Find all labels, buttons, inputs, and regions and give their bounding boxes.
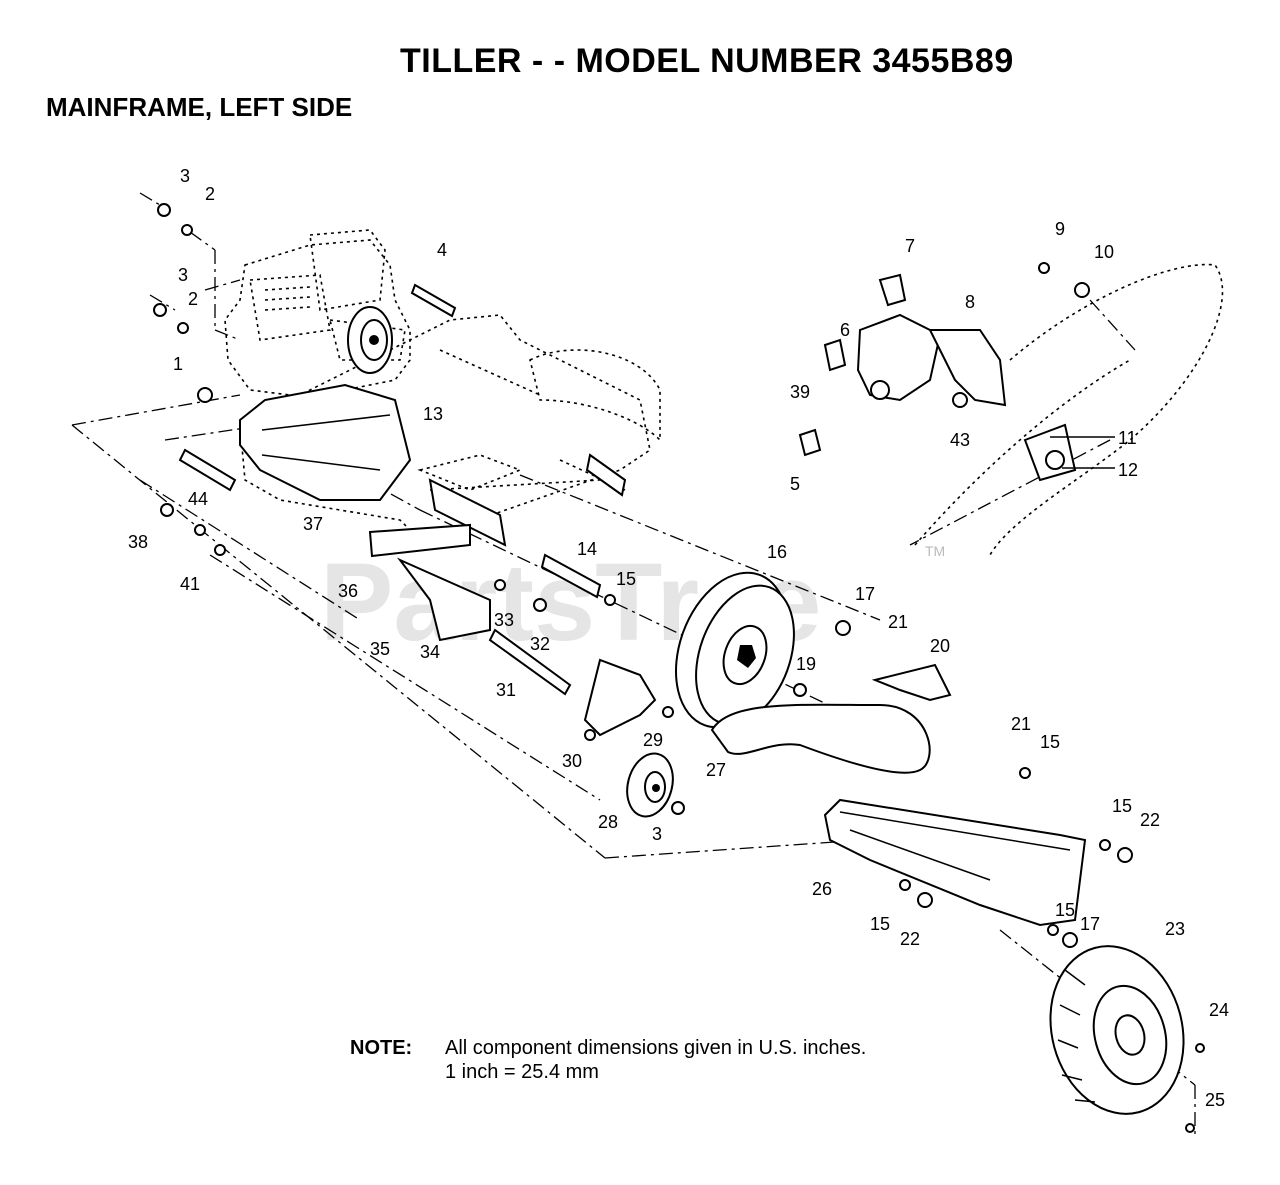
callout-30: 30 xyxy=(562,751,582,771)
callout-1: 1 xyxy=(173,354,183,374)
callout-10: 10 xyxy=(1094,242,1114,262)
callout-23: 23 xyxy=(1165,919,1185,939)
belt-guard xyxy=(823,798,1087,927)
callout-28: 28 xyxy=(598,812,618,832)
callout-36: 36 xyxy=(338,581,358,601)
callout-3: 3 xyxy=(178,265,188,285)
assembly-guide-lines xyxy=(71,192,1196,1135)
callout-34: 34 xyxy=(420,642,440,662)
callout-17: 17 xyxy=(855,584,875,604)
callout-32: 32 xyxy=(530,634,550,654)
callout-29: 29 xyxy=(643,730,663,750)
callout-8: 8 xyxy=(965,292,975,312)
callout-9: 9 xyxy=(1055,219,1065,239)
callout-3: 3 xyxy=(652,824,662,844)
large-pulley xyxy=(674,571,795,729)
callout-24: 24 xyxy=(1209,1000,1229,1020)
callout-17: 17 xyxy=(1080,914,1100,934)
callout-41: 41 xyxy=(180,574,200,594)
brackets xyxy=(368,523,491,642)
callout-2: 2 xyxy=(205,184,215,204)
callout-14: 14 xyxy=(577,539,597,559)
callout-15: 15 xyxy=(616,569,636,589)
drive-belt xyxy=(710,703,931,774)
callouts: 3 2 3 2 1 4 13 44 37 38 41 36 35 34 33 3… xyxy=(128,166,1229,1110)
callout-43: 43 xyxy=(950,430,970,450)
callout-2: 2 xyxy=(188,289,198,309)
callout-5: 5 xyxy=(790,474,800,494)
engine-mount-plate xyxy=(239,383,412,501)
callout-35: 35 xyxy=(370,639,390,659)
callout-13: 13 xyxy=(423,404,443,424)
idler-assembly xyxy=(583,658,674,818)
note-line-2: 1 inch = 25.4 mm xyxy=(445,1061,599,1083)
callout-6: 6 xyxy=(840,320,850,340)
callout-4: 4 xyxy=(437,240,447,260)
callout-21: 21 xyxy=(1011,714,1031,734)
engine-pulley xyxy=(347,306,393,374)
callout-20: 20 xyxy=(930,636,950,656)
callout-22: 22 xyxy=(1140,810,1160,830)
callout-12: 12 xyxy=(1118,460,1138,480)
callout-25: 25 xyxy=(1205,1090,1225,1110)
guard-bracket xyxy=(871,663,952,702)
callout-21: 21 xyxy=(888,612,908,632)
callout-19: 19 xyxy=(796,654,816,674)
callout-37: 37 xyxy=(303,514,323,534)
note-label: NOTE: xyxy=(350,1037,413,1059)
hardware-nuts xyxy=(153,203,1205,1133)
callout-39: 39 xyxy=(790,382,810,402)
callout-15: 15 xyxy=(1055,900,1075,920)
note-line-1: All component dimensions given in U.S. i… xyxy=(445,1037,867,1059)
callout-22: 22 xyxy=(900,929,920,949)
wheel xyxy=(1049,945,1185,1115)
callout-15: 15 xyxy=(1040,732,1060,752)
depth-stake-bracket xyxy=(798,273,1007,457)
callout-11: 11 xyxy=(1118,428,1137,448)
watermark-trademark: TM xyxy=(925,543,945,559)
shafts xyxy=(178,283,627,696)
callout-38: 38 xyxy=(128,532,148,552)
callout-27: 27 xyxy=(706,760,726,780)
callout-16: 16 xyxy=(767,542,787,562)
callout-15: 15 xyxy=(1112,796,1132,816)
callout-7: 7 xyxy=(905,236,915,256)
diagram-subtitle: MAINFRAME, LEFT SIDE xyxy=(46,92,353,122)
callout-15: 15 xyxy=(870,914,890,934)
dimension-note: NOTE: All component dimensions given in U… xyxy=(350,1036,866,1084)
callout-3: 3 xyxy=(180,166,190,186)
diagram-title: TILLER - - MODEL NUMBER 3455B89 xyxy=(400,42,1014,80)
tine-shield-outline xyxy=(914,263,1224,556)
callout-31: 31 xyxy=(496,680,516,700)
callout-44: 44 xyxy=(188,489,208,509)
callout-33: 33 xyxy=(494,610,514,630)
callout-26: 26 xyxy=(812,879,832,899)
